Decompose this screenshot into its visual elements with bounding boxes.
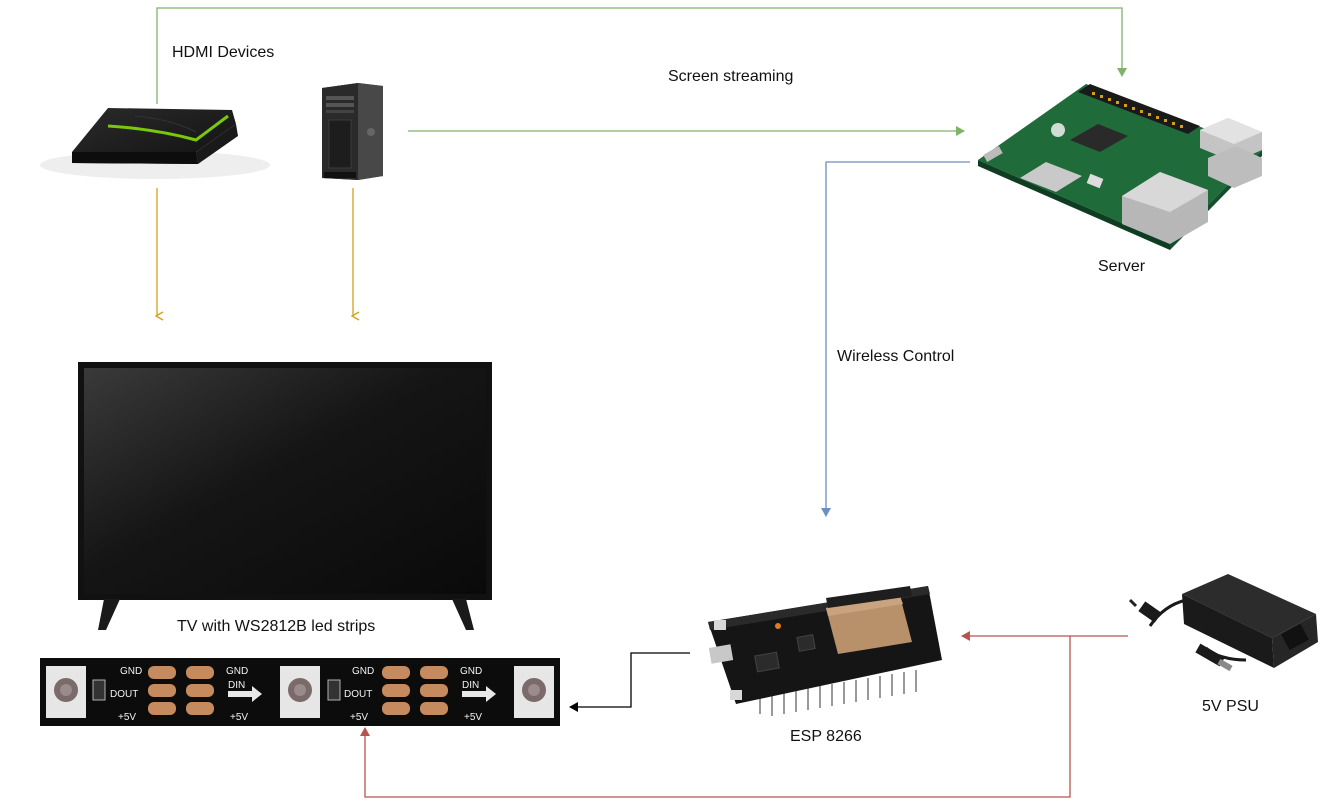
strip-5v-1: +5V (118, 712, 136, 723)
strip-5v-2: +5V (230, 712, 248, 723)
media-box-icon (40, 108, 270, 179)
top-stream-connector (156, 7, 1127, 104)
screen-streaming-label: Screen streaming (668, 68, 794, 85)
strip-5v-4: +5V (464, 712, 482, 723)
strip-dout-2: DOUT (344, 689, 372, 700)
strip-gnd-2: GND (226, 666, 248, 677)
data-line-arrow (569, 652, 690, 712)
strip-gnd-4: GND (460, 666, 482, 677)
esp-label: ESP 8266 (790, 728, 862, 745)
wireless-control-label: Wireless Control (837, 348, 955, 365)
strip-din-2: DIN (462, 680, 479, 691)
tv-icon (78, 362, 492, 630)
raspberry-pi-icon (978, 84, 1262, 250)
psu-label: 5V PSU (1202, 698, 1259, 715)
strip-gnd-3: GND (352, 666, 374, 677)
tv-label: TV with WS2812B led strips (177, 618, 376, 635)
led-strip-icon: GND DOUT +5V GND DIN +5V GND DOUT +5V GN… (40, 658, 560, 726)
esp8266-board-icon (708, 586, 942, 716)
strip-din-1: DIN (228, 680, 245, 691)
server-label: Server (1098, 258, 1146, 275)
led-3 (514, 666, 554, 718)
led-1 (46, 666, 86, 718)
strip-5v-3: +5V (350, 712, 368, 723)
strip-dout-1: DOUT (110, 689, 138, 700)
power-supply-icon (1128, 574, 1318, 672)
psu-to-strip-arrow (360, 636, 1071, 798)
hdmi-devices-label: HDMI Devices (172, 44, 275, 61)
strip-gnd-1: GND (120, 666, 142, 677)
desktop-pc-icon (322, 83, 383, 180)
wireless-control-arrow (821, 161, 970, 517)
led-2 (280, 666, 320, 718)
